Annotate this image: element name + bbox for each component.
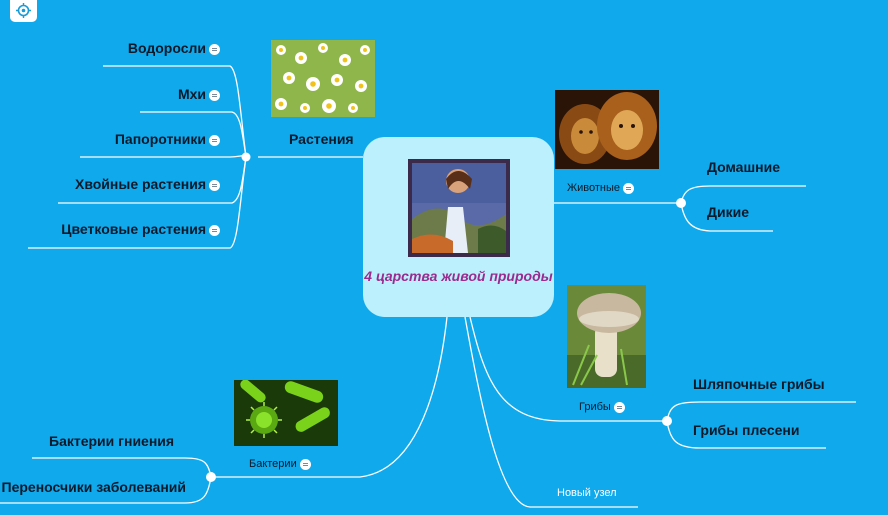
attachment-icon [209, 43, 220, 55]
focus-button[interactable] [10, 0, 37, 22]
attachment-icon [209, 179, 220, 191]
branch-plants[interactable]: Растения [289, 131, 354, 147]
plants-item-ferns[interactable]: Папоротники [115, 131, 220, 147]
plants-item-algae[interactable]: Водоросли [128, 40, 220, 56]
note-icon [613, 401, 625, 413]
central-node-title: 4 царства живой природы [364, 268, 553, 284]
bacteria-item-carriers[interactable]: Переносчики заболеваний [1, 479, 186, 495]
central-image [408, 159, 510, 257]
branch-fungi[interactable]: Грибы [579, 401, 625, 413]
fungi-item-molds[interactable]: Грибы плесени [693, 422, 800, 438]
central-node[interactable]: 4 царства живой природы [363, 137, 554, 317]
plants-item-flowering[interactable]: Цветковые растения [61, 221, 220, 237]
new-node[interactable]: Новый узел [557, 487, 617, 499]
animals-item-wild[interactable]: Дикие [707, 204, 749, 220]
attachment-icon [209, 134, 220, 146]
bacteria-image [234, 380, 338, 446]
plants-item-conifers[interactable]: Хвойные растения [75, 176, 220, 192]
daisies-image [271, 40, 375, 117]
target-icon [16, 3, 31, 18]
attachment-icon [209, 89, 220, 101]
animals-item-domestic[interactable]: Домашние [707, 159, 780, 175]
attachment-icon [209, 224, 220, 236]
plants-item-mosses[interactable]: Мхи [178, 86, 220, 102]
branch-bacteria[interactable]: Бактерии [249, 458, 311, 470]
fungi-item-cap-mushrooms[interactable]: Шляпочные грибы [693, 376, 825, 392]
mushroom-image [567, 285, 646, 388]
lions-image [555, 90, 659, 169]
bacteria-item-decay[interactable]: Бактерии гниения [49, 433, 175, 449]
branch-animals[interactable]: Животные [567, 182, 635, 194]
note-icon [623, 182, 635, 194]
note-icon [299, 458, 311, 470]
